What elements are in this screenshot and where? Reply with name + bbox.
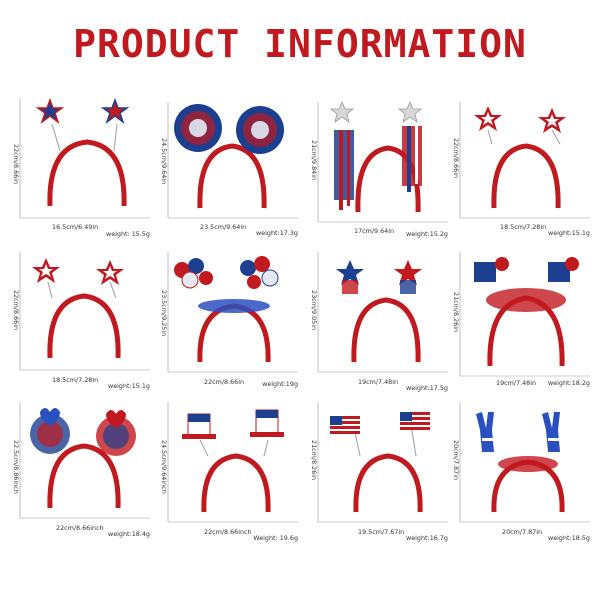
width-label: 16.5cm/6.49in	[52, 223, 99, 231]
width-label: 20cm/7.87in	[502, 528, 543, 536]
weight-label: weight: 15.5g	[105, 230, 150, 238]
weight-label: weight:16.7g	[406, 534, 448, 542]
flag-star-pompom-icon	[317, 252, 448, 373]
width-label: 22cm/8.66in	[204, 378, 245, 386]
weight-label: weight:18.5g	[548, 534, 590, 542]
width-label: 19cm/7.48in	[358, 378, 399, 386]
height-label: 22cm/8.66in	[452, 138, 460, 179]
heart-tinsel-icon	[19, 402, 150, 519]
product-card-2: 24.5cm/9.64in 23.5cm/9.64in weight:17.3g	[160, 100, 298, 245]
tinsel-pompom-icon	[167, 102, 298, 219]
product-card-11: 21cm/8.26in 19.5cm/7.67in weight:16.7g	[310, 400, 448, 545]
width-label: 18.5cm/7.28in	[500, 223, 547, 231]
product-card-6: 23.5cm/9.25in 22cm/8.66in weight:19g	[160, 250, 298, 395]
weight-label: weight:19g	[262, 380, 298, 388]
height-label: 24.5cm/9.64in	[160, 138, 168, 185]
american-flag-icon	[317, 402, 448, 523]
height-label: 22cm/8.66in	[12, 144, 20, 185]
height-label: 21cm/8.26in	[452, 292, 460, 333]
page-title: PRODUCT INFORMATION	[73, 22, 527, 66]
product-card-10: 24.5cm/9.64inch 22cm/8.66inch Weight: 19…	[160, 400, 298, 545]
silver-star-tinsel-icon	[317, 100, 448, 223]
width-label: 22cm/8.66inch	[56, 524, 104, 532]
height-label: 23cm/9.05in	[310, 290, 318, 331]
weight-label: weight:18.2g	[548, 379, 590, 387]
red-star-icon	[459, 102, 590, 219]
product-card-12: 20cm/7.87in 20cm/7.87in weight:18.5g	[452, 400, 590, 545]
height-label: 24.5cm/9.64inch	[160, 440, 168, 494]
balloon-cluster-icon	[167, 252, 298, 373]
product-card-3: 21cm/9.84in 17cm/9.64in weight:15.2g	[310, 100, 448, 245]
height-label: 22cm/8.66in	[12, 290, 20, 331]
width-label: 22cm/8.66inch	[204, 528, 252, 536]
weight-label: weight:18.4g	[108, 530, 150, 538]
width-label: 19cm/7.48in	[496, 379, 537, 387]
weight-label: weight:15.1g	[108, 382, 150, 390]
height-label: 20cm/7.87in	[452, 440, 460, 481]
weight-label: weight:15.2g	[406, 230, 448, 238]
width-label: 17cm/9.64in	[354, 227, 395, 235]
height-label: 22.5cm/8.86inch	[12, 440, 20, 494]
width-label: 23.5cm/9.64in	[200, 223, 247, 231]
product-card-4: 22cm/8.66in 18.5cm/7.28in weight:15.1g	[452, 100, 590, 245]
height-label: 21cm/9.84in	[310, 140, 318, 181]
weight-label: weight:17.5g	[406, 384, 448, 392]
product-card-7: 23cm/9.05in 19cm/7.48in weight:17.5g	[310, 250, 448, 395]
height-label: 21cm/8.26in	[310, 440, 318, 481]
product-card-8: 21cm/8.26in 19cm/7.48in weight:18.2g	[452, 250, 590, 395]
weight-label: Weight: 19.6g	[253, 534, 298, 542]
product-card-1: 22cm/8.66in 16.5cm/6.49in weight: 15.5g	[12, 96, 150, 241]
product-card-5: 22cm/8.66in 18.5cm/7.28in weight:15.1g	[12, 250, 150, 395]
red-star-icon	[19, 252, 150, 371]
weight-label: weight:17.3g	[256, 229, 298, 237]
product-card-9: 22.5cm/8.86inch 22cm/8.66inch weight:18.…	[12, 400, 150, 545]
height-label: 23.5cm/9.25in	[160, 290, 168, 337]
weight-label: weight:15.1g	[548, 229, 590, 237]
usa-heart-sign-icon	[459, 252, 590, 377]
width-label: 19.5cm/7.67in	[358, 528, 405, 536]
stars-flag-icon	[19, 97, 150, 219]
uncle-sam-hat-icon	[167, 402, 298, 523]
width-label: 18.5cm/7.28in	[52, 376, 99, 384]
peace-hand-icon	[459, 402, 590, 523]
